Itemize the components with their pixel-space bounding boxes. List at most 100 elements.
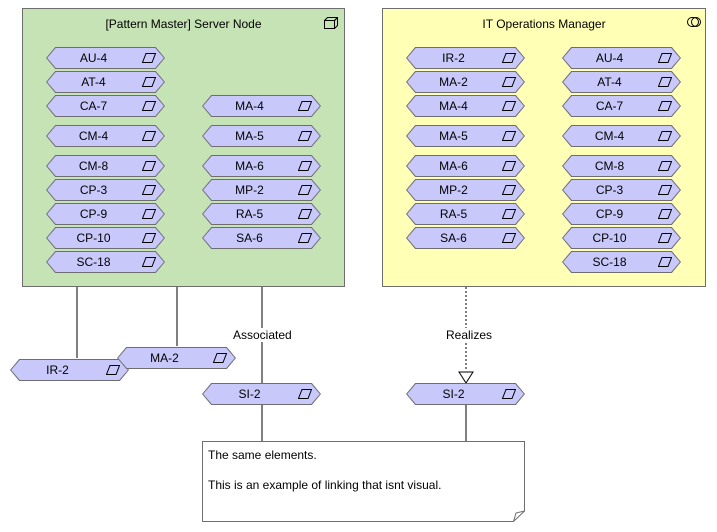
requirement-parallelogram-icon [298,161,312,171]
note-box[interactable]: The same elements. This is an example of… [202,441,525,522]
control-chip[interactable]: AT-4 [562,71,681,93]
control-label: CM-8 [78,159,109,173]
control-chip[interactable]: AT-4 [46,71,165,93]
control-chip[interactable]: CP-3 [46,179,165,201]
note-line-2: This is an example of linking that isnt … [208,478,442,492]
control-chip-outline [562,251,681,273]
control-chip[interactable]: CM-8 [46,155,165,177]
realizes-arrowhead [458,371,474,384]
control-label: RA-5 [235,207,264,221]
control-chip[interactable]: RA-5 [202,203,321,225]
control-chip-outline [406,203,525,225]
requirement-parallelogram-icon [298,185,312,195]
control-chip-outline [562,95,681,117]
note-line-1: The same elements. [208,448,317,462]
control-chip[interactable]: MA-4 [406,95,525,117]
control-chip[interactable]: IR-2 [10,359,129,381]
control-label: CM-8 [594,159,625,173]
control-chip[interactable]: SA-6 [406,227,525,249]
control-chip-outline [406,95,525,117]
control-chip[interactable]: CM-4 [562,125,681,147]
control-chip-outline [406,47,525,69]
control-label: SC-18 [76,255,111,269]
control-label: MA-5 [439,129,468,143]
requirement-parallelogram-icon [298,131,312,141]
control-chip[interactable]: CP-9 [46,203,165,225]
control-label: MP-2 [439,183,468,197]
control-chip-outline [406,125,525,147]
control-chip[interactable]: SC-18 [562,251,681,273]
control-label: MA-4 [235,99,264,113]
control-chip[interactable]: AU-4 [46,47,165,69]
requirement-parallelogram-icon [298,233,312,243]
requirement-parallelogram-icon [142,209,156,219]
control-chip-outline [202,227,321,249]
control-chip-outline [562,125,681,147]
requirement-parallelogram-icon [658,77,672,87]
control-label: SC-18 [592,255,627,269]
control-chip-outline [406,155,525,177]
control-chip[interactable]: SI-2 [406,383,525,405]
control-chip-outline [46,95,165,117]
control-chip[interactable]: MA-2 [406,71,525,93]
control-label: MA-6 [235,159,264,173]
control-label: MA-5 [235,129,264,143]
control-chip[interactable]: AU-4 [562,47,681,69]
control-chip-outline [562,179,681,201]
requirement-parallelogram-icon [142,131,156,141]
control-chip-outline [46,227,165,249]
control-label: MA-2 [439,75,468,89]
control-chip[interactable]: MA-5 [406,125,525,147]
control-label: CA-7 [595,99,624,113]
control-label: AT-4 [597,75,622,89]
requirement-parallelogram-icon [658,131,672,141]
control-chip[interactable]: CP-10 [46,227,165,249]
control-chip[interactable]: SA-6 [202,227,321,249]
control-label: AU-4 [595,51,624,65]
control-chip[interactable]: CA-7 [46,95,165,117]
control-chip[interactable]: MP-2 [202,179,321,201]
control-chip[interactable]: MA-2 [117,347,236,369]
requirement-parallelogram-icon [658,101,672,111]
control-chip-outline [46,71,165,93]
control-chip[interactable]: IR-2 [406,47,525,69]
control-chip[interactable]: MA-5 [202,125,321,147]
control-chip[interactable]: CM-8 [562,155,681,177]
requirement-parallelogram-icon [502,161,516,171]
control-chip[interactable]: MP-2 [406,179,525,201]
control-chip[interactable]: CA-7 [562,95,681,117]
control-chip-outline [562,227,681,249]
requirement-parallelogram-icon [502,101,516,111]
control-chip[interactable]: CP-9 [562,203,681,225]
requirement-parallelogram-icon [106,365,120,375]
role-toggle-icon [685,17,701,29]
control-chip[interactable]: CP-3 [562,179,681,201]
requirement-parallelogram-icon [658,53,672,63]
control-chip-outline [202,155,321,177]
control-label: MA-6 [439,159,468,173]
requirement-parallelogram-icon [502,77,516,87]
control-chip[interactable]: RA-5 [406,203,525,225]
requirement-parallelogram-icon [142,161,156,171]
control-label: SI-2 [238,387,261,401]
control-label: AT-4 [81,75,106,89]
control-chip[interactable]: CP-10 [562,227,681,249]
control-chip[interactable]: MA-6 [406,155,525,177]
control-chip-outline [562,155,681,177]
requirement-parallelogram-icon [658,257,672,267]
control-label: CP-10 [592,231,627,245]
control-chip-outline [202,179,321,201]
control-label: IR-2 [46,363,69,377]
server-node-title: [Pattern Master] Server Node [105,17,262,31]
control-chip[interactable]: CM-4 [46,125,165,147]
requirement-parallelogram-icon [502,209,516,219]
control-chip-outline [406,71,525,93]
control-chip[interactable]: MA-6 [202,155,321,177]
control-chip[interactable]: MA-4 [202,95,321,117]
control-chip[interactable]: SI-2 [202,383,321,405]
requirement-parallelogram-icon [142,77,156,87]
control-chip-outline [46,125,165,147]
control-label: CM-4 [594,129,625,143]
control-chip[interactable]: SC-18 [46,251,165,273]
control-chip-outline [46,155,165,177]
